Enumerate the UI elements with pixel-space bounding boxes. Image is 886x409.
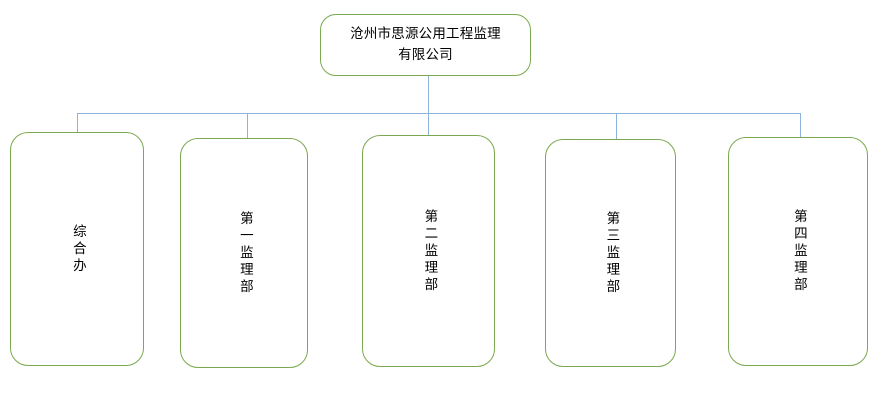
org-node-root[interactable]: 沧州市思源公用工程监理 有限公司	[320, 14, 531, 76]
org-node-dept-supervision-2-label: 第二监理部	[421, 208, 438, 294]
connector-drop-child-2	[247, 113, 248, 138]
org-node-dept-supervision-4-label: 第四监理部	[790, 209, 807, 294]
connector-drop-child-4	[616, 113, 617, 139]
org-node-dept-supervision-3[interactable]: 第三监理部	[545, 139, 676, 367]
org-node-dept-general-office-label: 综合办	[69, 223, 86, 275]
connector-drop-child-5	[800, 113, 801, 137]
org-node-dept-general-office[interactable]: 综合办	[10, 132, 144, 366]
org-node-dept-supervision-2[interactable]: 第二监理部	[362, 135, 495, 367]
connector-drop-child-3	[428, 113, 429, 135]
org-node-dept-supervision-3-label: 第三监理部	[603, 210, 620, 296]
org-node-root-label: 沧州市思源公用工程监理 有限公司	[350, 26, 501, 63]
org-node-dept-supervision-1[interactable]: 第一监理部	[180, 138, 308, 368]
org-node-dept-supervision-1-label: 第一监理部	[236, 210, 253, 296]
org-node-dept-supervision-4[interactable]: 第四监理部	[728, 137, 868, 366]
connector-horizontal-bus	[77, 113, 801, 114]
connector-drop-child-1	[77, 113, 78, 132]
connector-root-drop	[428, 76, 429, 114]
